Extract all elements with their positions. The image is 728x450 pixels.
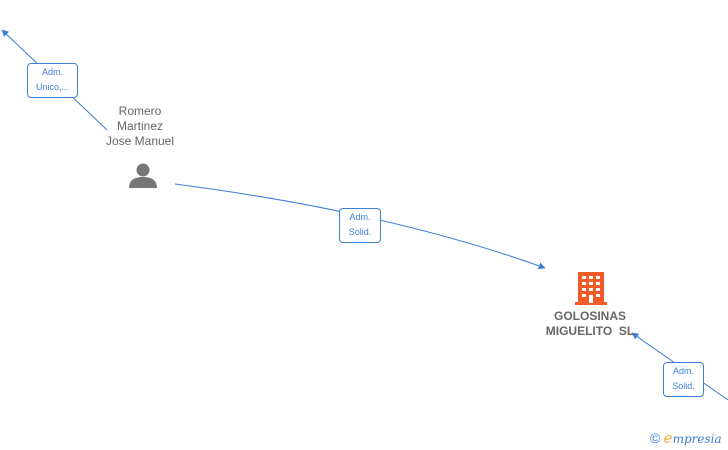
edge-label-top-left[interactable]: Adm. Unico,... <box>27 63 78 98</box>
brand-rest: mpresia <box>672 432 722 446</box>
edge-label-bottom-right-line2: Solid. <box>672 381 695 391</box>
edge-label-middle[interactable]: Adm. Solid. <box>339 208 381 243</box>
empresia-logo: © empresia <box>650 429 722 447</box>
person-name-line1: Romero <box>118 104 162 118</box>
company-name-line1: GOLOSINAS <box>553 309 626 323</box>
edge-label-bottom-right[interactable]: Adm. Solid. <box>663 362 704 397</box>
person-icon[interactable] <box>129 163 157 189</box>
brand-e: e <box>663 429 673 447</box>
person-name-line2: Martinez <box>116 119 163 133</box>
edge-label-middle-line2: Solid. <box>348 227 372 237</box>
company-name-label[interactable]: GOLOSINAS MIGUELITO SL <box>530 309 650 339</box>
edge-label-middle-line1: Adm. <box>349 212 371 222</box>
person-name-line3: Jose Manuel <box>105 134 175 148</box>
edge-label-top-left-line1: Adm. <box>41 67 63 77</box>
edge-label-top-left-line2: Unico,... <box>35 82 69 92</box>
edge-label-bottom-right-line1: Adm. <box>672 366 694 376</box>
copyright-symbol: © <box>650 430 661 446</box>
building-icon[interactable] <box>575 272 607 305</box>
company-name-line2: MIGUELITO SL <box>545 324 635 338</box>
person-name-label[interactable]: Romero Martinez Jose Manuel <box>90 104 190 149</box>
